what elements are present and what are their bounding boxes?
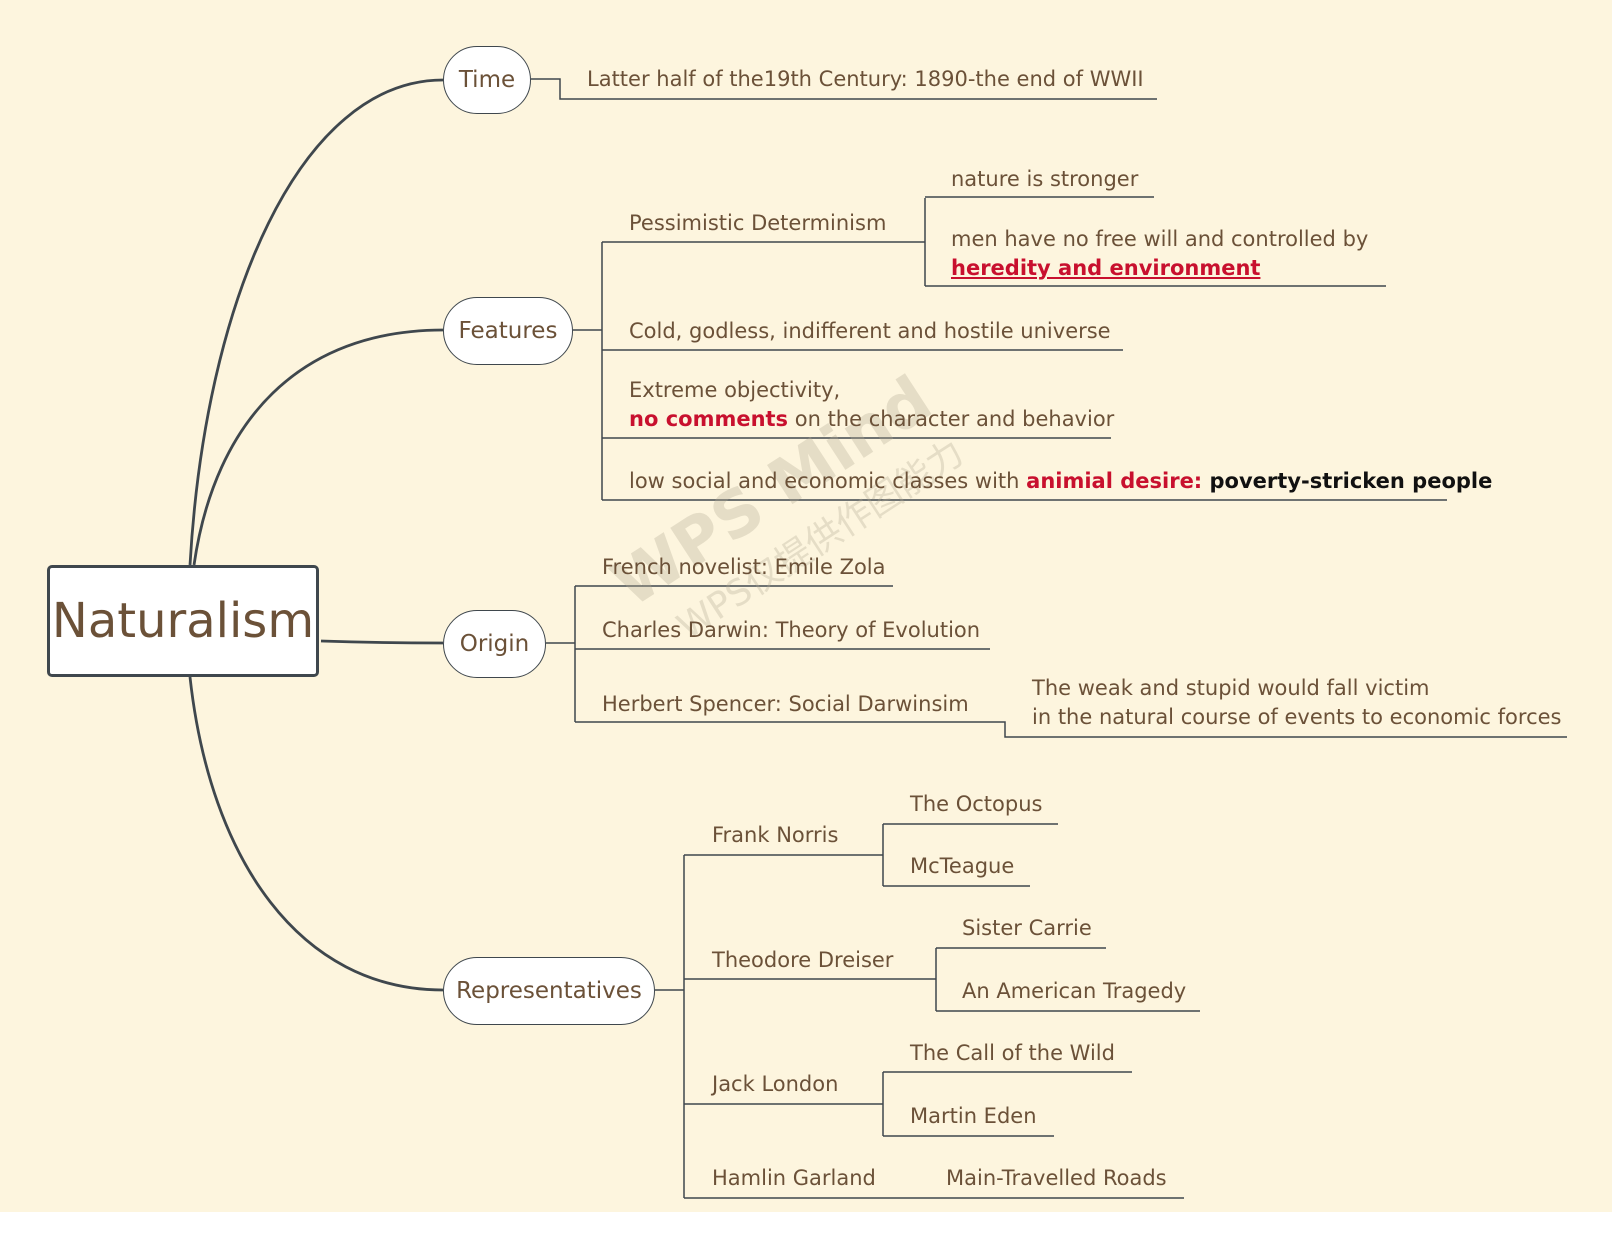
topic-norris-text: Frank Norris [712, 823, 839, 847]
topic-tragedy-text: An American Tragedy [962, 979, 1187, 1003]
topic-darwin[interactable]: Charles Darwin: Theory of Evolution [602, 616, 980, 645]
topic-extreme-objectivity[interactable]: Extreme objectivity, no comments on the … [629, 376, 1114, 434]
connector-features-spine [573, 242, 603, 500]
topic-martin-eden[interactable]: Martin Eden [910, 1102, 1037, 1131]
topic-dreiser-text: Theodore Dreiser [712, 948, 894, 972]
topic-the-octopus[interactable]: The Octopus [910, 790, 1042, 819]
connector-root-representatives [188, 676, 444, 992]
branch-features[interactable]: Features [443, 297, 573, 365]
connector-representatives-spine [655, 855, 685, 1198]
connector-time-period [531, 78, 1157, 100]
topic-objectivity-line2: no comments on the character and behavio… [629, 405, 1114, 434]
topic-classes-bold: poverty-stricken people [1202, 469, 1493, 493]
topic-time-period[interactable]: Latter half of the19th Century: 1890-the… [587, 65, 1144, 94]
topic-mcteague[interactable]: McTeague [910, 852, 1014, 881]
branch-origin-label: Origin [459, 631, 530, 657]
topic-classes-highlight: animial desire: [1026, 469, 1203, 493]
topic-nature-stronger[interactable]: nature is stronger [951, 165, 1138, 194]
topic-spencer-detail[interactable]: The weak and stupid would fall victim in… [1032, 674, 1561, 732]
topic-callwild-text: The Call of the Wild [910, 1041, 1115, 1065]
topic-frank-norris[interactable]: Frank Norris [712, 821, 838, 850]
topic-theodore-dreiser[interactable]: Theodore Dreiser [712, 946, 893, 975]
topic-jack-london[interactable]: Jack London [712, 1070, 838, 1099]
bottom-band [0, 1212, 1612, 1244]
topic-garland-text: Hamlin Garland [712, 1166, 876, 1190]
topic-london-text: Jack London [712, 1072, 839, 1096]
topic-cold-text: Cold, godless, indifferent and hostile u… [629, 319, 1111, 343]
topic-pessimistic-text: Pessimistic Determinism [629, 211, 887, 235]
topic-carrie-text: Sister Carrie [962, 916, 1092, 940]
topic-spencer[interactable]: Herbert Spencer: Social Darwinsim [602, 690, 969, 719]
branch-origin[interactable]: Origin [443, 610, 546, 678]
branch-representatives-label: Representatives [456, 978, 642, 1004]
topic-low-classes[interactable]: low social and economic classes with ani… [629, 467, 1492, 496]
topic-zola[interactable]: French novelist: Emile Zola [602, 553, 886, 582]
topic-zola-text: French novelist: Emile Zola [602, 555, 886, 579]
topic-men-line1: men have no free will and controlled by [951, 227, 1369, 251]
topic-sister-carrie[interactable]: Sister Carrie [962, 914, 1092, 943]
topic-mcteague-text: McTeague [910, 854, 1015, 878]
topic-cold-universe[interactable]: Cold, godless, indifferent and hostile u… [629, 317, 1111, 346]
connector-root-origin [320, 639, 444, 645]
topic-objectivity-line1: Extreme objectivity, [629, 378, 841, 402]
topic-hamlin-garland[interactable]: Hamlin Garland [712, 1164, 876, 1193]
topic-darwin-text: Charles Darwin: Theory of Evolution [602, 618, 981, 642]
topic-classes-text: low social and economic classes with [629, 469, 1027, 493]
connector-root-time [188, 78, 444, 566]
topic-spencer-detail-line1: The weak and stupid would fall victim [1032, 676, 1430, 700]
root-topic-naturalism[interactable]: Naturalism [47, 565, 319, 677]
topic-main-travelled-roads[interactable]: Main-Travelled Roads [946, 1164, 1167, 1193]
branch-time[interactable]: Time [443, 46, 531, 114]
topic-eden-text: Martin Eden [910, 1104, 1037, 1128]
topic-american-tragedy[interactable]: An American Tragedy [962, 977, 1186, 1006]
connector-root-features [192, 328, 444, 566]
topic-nature-text: nature is stronger [951, 167, 1139, 191]
topic-time-period-text: Latter half of the19th Century: 1890-the… [587, 67, 1144, 91]
topic-objectivity-rest: on the character and behavior [788, 407, 1115, 431]
branch-time-label: Time [458, 67, 516, 93]
topic-roads-text: Main-Travelled Roads [946, 1166, 1167, 1190]
topic-pessimistic-determinism[interactable]: Pessimistic Determinism [629, 209, 886, 238]
underline-spencer [575, 721, 1567, 738]
connector-origin-spine [546, 586, 576, 722]
topic-men-no-free-will[interactable]: men have no free will and controlled by … [951, 225, 1368, 283]
topic-spencer-text: Herbert Spencer: Social Darwinsim [602, 692, 969, 716]
branch-representatives[interactable]: Representatives [443, 957, 655, 1025]
topic-octopus-text: The Octopus [910, 792, 1043, 816]
topic-call-of-the-wild[interactable]: The Call of the Wild [910, 1039, 1115, 1068]
topic-objectivity-highlight: no comments [629, 407, 789, 431]
topic-men-line2-highlight: heredity and environment [951, 256, 1261, 280]
root-label: Naturalism [51, 593, 315, 649]
topic-spencer-detail-line2: in the natural course of events to econo… [1032, 705, 1562, 729]
branch-features-label: Features [458, 318, 558, 344]
